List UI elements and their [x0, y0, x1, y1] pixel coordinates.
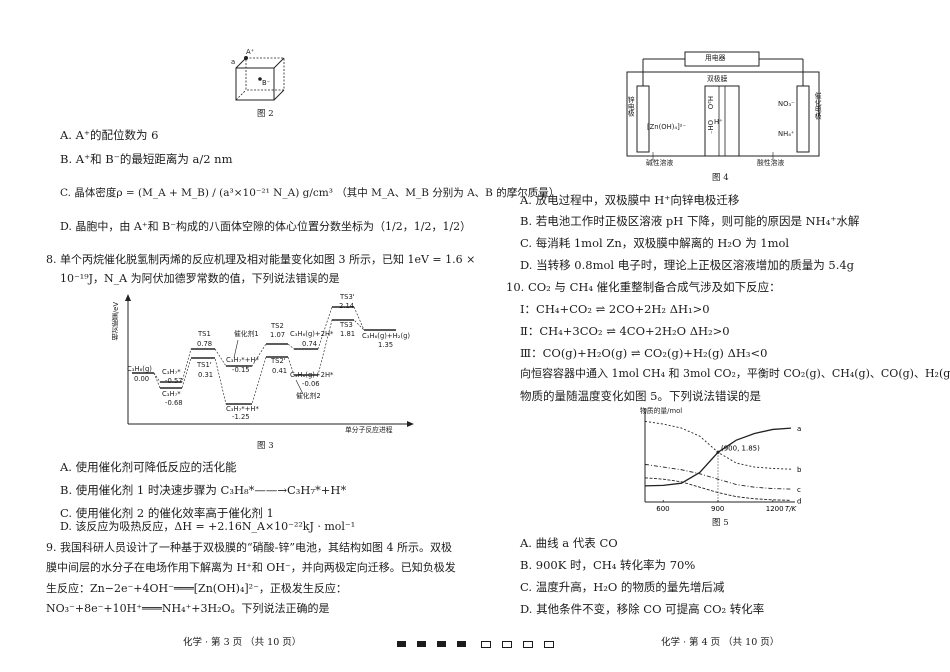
- q7-option-b: B. A⁺和 B⁻的最短距离为 a/2 nm: [60, 152, 233, 166]
- page-marker: [397, 636, 565, 652]
- fig3-c3h7b-val: -0.68: [165, 399, 183, 407]
- fig4-right-solution: 酸性溶液: [757, 159, 785, 167]
- fig4-nh4: NH₄⁺: [778, 130, 795, 138]
- q8-option-b: B. 使用催化剂 1 时决速步骤为 C₃H₈*——→C₃H₇*+H*: [60, 483, 347, 497]
- fig5-xtick-1200: 1200: [766, 505, 784, 513]
- fig3-ts2-name: TS2: [271, 322, 284, 330]
- fig5-label-d: d: [797, 497, 801, 505]
- fig3-final-val: 1.35: [378, 341, 394, 349]
- fig3-c3h7a-val: -0.57: [165, 377, 183, 385]
- fig4-h2o: H₂O: [706, 96, 715, 110]
- fig3-ts3-val: 1.81: [340, 330, 356, 338]
- fig4-membrane: 双极膜: [707, 75, 728, 83]
- fig5-label-a: a: [797, 425, 801, 433]
- right-page: 用电器 双极膜 锌电极 催化电极 [Zn(OH)₄]²⁻ NO₃⁻ NH₄⁺ H…: [475, 0, 950, 672]
- fig4-device: 用电器: [705, 54, 726, 62]
- q10-stem: 10. CO₂ 与 CH₄ 催化重整制备合成气涉及如下反应：: [506, 280, 781, 294]
- q8-option-a: A. 使用催化剂可降低反应的活化能: [60, 460, 237, 474]
- q7-option-c: C. 晶体密度ρ = (M_A + M_B) / (a³×10⁻²¹ N_A) …: [60, 187, 560, 199]
- fig3-energy-diagram: [125, 294, 414, 427]
- fig5-ylabel: 物质的量/mol: [640, 407, 683, 415]
- fig3-c3h7b-name: C₃H₇*: [162, 390, 181, 398]
- fig3-ts2p-val: 0.41: [272, 367, 288, 375]
- fig2-unit-cell: [235, 56, 285, 101]
- fig3-final-name: C₃H₆(g)+H₂(g): [362, 332, 411, 340]
- q10-reaction-3: Ⅲ：CO(g)+H₂O(g) ⇌ CO₂(g)+H₂(g) ΔH₃<0: [520, 346, 768, 360]
- fig3-catalyst1: 催化剂1: [234, 330, 259, 338]
- fig5-xtick-900: 900: [711, 505, 724, 513]
- fig4-caption: 图 4: [712, 173, 729, 183]
- q7-option-a: A. A⁺的配位数为 6: [60, 128, 159, 142]
- fig3-c3h6b-name: C₃H₆(g)+2H*: [290, 371, 334, 379]
- fig3-catalyst2: 催化剂2: [296, 392, 321, 400]
- page-footer-right: 化学 · 第 4 页 （共 10 页）: [661, 637, 780, 648]
- fig4-left-electrode: 锌电极: [626, 96, 635, 117]
- fig3-ts1p-name: TS1': [197, 361, 212, 369]
- q8-option-c: C. 使用催化剂 2 的催化效率高于催化剂 1: [60, 506, 274, 520]
- fig3-int1-name: C₃H₇*+H*: [226, 356, 259, 364]
- q10-reaction-2: Ⅱ：CH₄+3CO₂ ⇌ 4CO+2H₂O ΔH₂>0: [520, 324, 730, 338]
- q10-option-b: B. 900K 时，CH₄ 转化率为 70%: [520, 558, 696, 572]
- fig3-ylabel: 相对能量/eV: [112, 302, 120, 341]
- fig3-ts2p-name: TS2': [271, 357, 286, 365]
- fig4-oh-minus: OH⁻: [706, 120, 715, 135]
- fig3-c3h6a-val: 0.74: [302, 340, 318, 348]
- fig2-label-a: A⁺: [246, 48, 255, 56]
- fig3-c3h8-val: 0.00: [134, 375, 150, 383]
- fig5-series-c: [644, 463, 792, 490]
- q10-reaction-1: Ⅰ：CH₄+CO₂ ⇌ 2CO+2H₂ ΔH₁>0: [520, 302, 710, 316]
- q9-option-c: C. 每消耗 1mol Zn，双极膜中解离的 H₂O 为 1mol: [520, 236, 790, 250]
- fig5-xunit: T/K: [785, 505, 798, 513]
- fig4-battery-diagram: [626, 51, 820, 160]
- q8-stem-line2: 10⁻¹⁹J，N_A 为阿伏加德罗常数的值，下列说法错误的是: [60, 272, 340, 285]
- fig2-label-b: B⁻: [262, 79, 271, 87]
- fig2-label-side: a: [231, 58, 236, 66]
- fig3-int2-name: C₃H₇*+H*: [226, 405, 259, 413]
- q10-option-d: D. 其他条件不变，移除 CO 可提高 CO₂ 转化率: [520, 602, 765, 616]
- page-footer-left: 化学 · 第 3 页 （共 10 页）: [183, 637, 302, 648]
- fig4-zincate: [Zn(OH)₄]²⁻: [647, 123, 687, 131]
- fig3-ts1-name: TS1: [198, 330, 211, 338]
- fig4-right-electrode: 催化电极: [813, 92, 822, 120]
- fig5-label-c: c: [797, 486, 801, 494]
- q8-stem-line1: 8. 单个丙烷催化脱氢制丙烯的反应机理及相对能量变化如图 3 所示，已知 1eV…: [46, 253, 476, 266]
- q9-option-b: B. 若电池工作时正极区溶液 pH 下降，则可能的原因是 NH₄⁺水解: [520, 214, 860, 228]
- fig3-xlabel: 单分子反应进程: [345, 426, 393, 434]
- left-page: A⁺ B⁻ a 图 2 A. A⁺的配位数为 6 B. A⁺和 B⁻的最短距离为…: [0, 0, 559, 672]
- q9-option-d: D. 当转移 0.8mol 电子时，理论上正极区溶液增加的质量为 5.4g: [520, 258, 855, 272]
- q9-option-a: A. 放电过程中，双极膜中 H⁺向锌电极迁移: [520, 193, 740, 207]
- fig3-ts1-val: 0.78: [197, 340, 213, 348]
- fig3-c3h6b-val: -0.06: [302, 380, 320, 388]
- q9-stem: 9. 我国科研人员设计了一种基于双极膜的“硝酸-锌”电池，其结构如图 4 所示。…: [46, 541, 456, 616]
- fig5-label-b: b: [797, 466, 802, 474]
- fig3-ts1p-val: 0.31: [198, 371, 214, 379]
- fig2-caption: 图 2: [257, 109, 274, 119]
- fig3-ts2-val: 1.07: [270, 331, 286, 339]
- fig3-c3h7a-name: C₃H₇*: [162, 368, 181, 376]
- fig5-point: [716, 450, 720, 454]
- fig4-h-plus: H⁺: [714, 118, 723, 126]
- fig5-caption: 图 5: [712, 518, 729, 528]
- fig3-ts3-name: TS3: [340, 321, 353, 329]
- fig3-caption: 图 3: [257, 441, 274, 451]
- q8-option-d: D. 该反应为吸热反应，ΔH = +2.16N_A×10⁻²²kJ · mol⁻…: [60, 520, 356, 533]
- fig3-ts3p-name: TS3': [340, 293, 355, 301]
- q10-line2: 物质的量随温度变化如图 5。下列说法错误的是: [520, 389, 761, 403]
- q10-line1: 向恒容容器中通入 1mol CH₄ 和 3mol CO₂，平衡时 CO₂(g)、…: [520, 367, 950, 380]
- q10-option-a: A. 曲线 a 代表 CO: [520, 536, 618, 550]
- fig4-no3: NO₃⁻: [778, 100, 795, 108]
- fig3-int1-val: -0.15: [232, 366, 250, 374]
- fig5-annotation: (900, 1.85): [721, 444, 760, 452]
- fig4-left-solution: 碱性溶液: [646, 159, 674, 167]
- q10-option-c: C. 温度升高，H₂O 的物质的量先增后减: [520, 580, 725, 594]
- fig5-xtick-600: 600: [656, 505, 669, 513]
- fig3-c3h8-name: C₃H₈(g): [127, 365, 152, 373]
- fig3-int2-val: -1.25: [232, 413, 250, 421]
- fig3-ts3p-val: 2.14: [339, 302, 355, 310]
- fig3-c3h6a-name: C₃H₆(g)+2H*: [290, 330, 334, 338]
- q7-option-d: D. 晶胞中，由 A⁺和 B⁻构成的八面体空隙的体心位置分数坐标为（1/2，1/…: [60, 220, 472, 233]
